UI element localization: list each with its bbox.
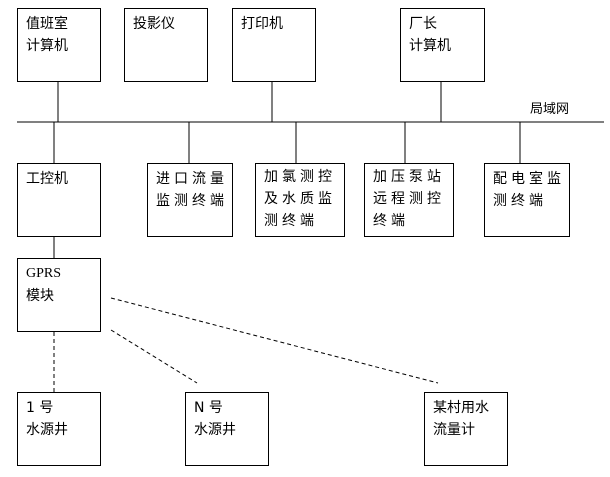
box-text-line: 水源井 — [194, 422, 236, 438]
box-text-line: 厂长 — [409, 16, 437, 32]
box-text-line: 监测终端 — [156, 193, 228, 209]
box-text-line: 加压泵站 — [373, 169, 445, 185]
box-text-line: 加氯测控 — [264, 169, 336, 185]
box-text-line: 工控机 — [26, 171, 68, 187]
director-computer-box: 厂长 计算机 — [400, 8, 485, 82]
box-text-line: 测终端 — [264, 213, 318, 229]
wireless-link-well-n — [110, 329, 198, 384]
box-text-line: 进口流量 — [156, 171, 228, 187]
box-text-line: 流量计 — [433, 422, 475, 438]
gprs-module-box: GPRS 模块 — [17, 258, 101, 332]
box-text-line: 终端 — [373, 213, 409, 229]
box-text-line: 计算机 — [409, 38, 451, 54]
projector-box: 投影仪 — [124, 8, 208, 82]
module-text: 模块 — [26, 288, 54, 304]
power-room-terminal-box: 配电室监 测终端 — [484, 163, 570, 237]
well-n-box: N 号 水源井 — [185, 392, 269, 466]
printer-box: 打印机 — [232, 8, 316, 82]
well-1-box: 1 号 水源井 — [17, 392, 101, 466]
box-text-line: 计算机 — [26, 38, 68, 54]
box-text-line: N 号 — [194, 400, 223, 416]
box-text-line: 配电室监 — [493, 171, 565, 187]
box-text-line: 打印机 — [241, 16, 283, 32]
village-flowmeter-box: 某村用水 流量计 — [424, 392, 508, 466]
gprs-text: GPRS — [26, 266, 62, 281]
box-text-line: 及水质监 — [264, 191, 336, 207]
box-text-line: 测终端 — [493, 193, 547, 209]
box-text-line: 1 号 — [26, 400, 54, 416]
box-text-line: 值班室 — [26, 16, 68, 32]
box-text-line: 投影仪 — [133, 16, 175, 32]
box-text-line: 某村用水 — [433, 400, 489, 416]
box-text-line: 远程测控 — [373, 191, 445, 207]
industrial-pc-box: 工控机 — [17, 163, 101, 237]
chlorination-terminal-box: 加氯测控 及水质监 测终端 — [255, 163, 345, 237]
box-text-line: 水源井 — [26, 422, 68, 438]
lan-label: 局域网 — [530, 102, 570, 117]
wireless-link-village — [110, 297, 439, 384]
duty-room-computer-box: 值班室 计算机 — [17, 8, 101, 82]
booster-pump-terminal-box: 加压泵站 远程测控 终端 — [364, 163, 454, 237]
inlet-flow-terminal-box: 进口流量 监测终端 — [147, 163, 233, 237]
